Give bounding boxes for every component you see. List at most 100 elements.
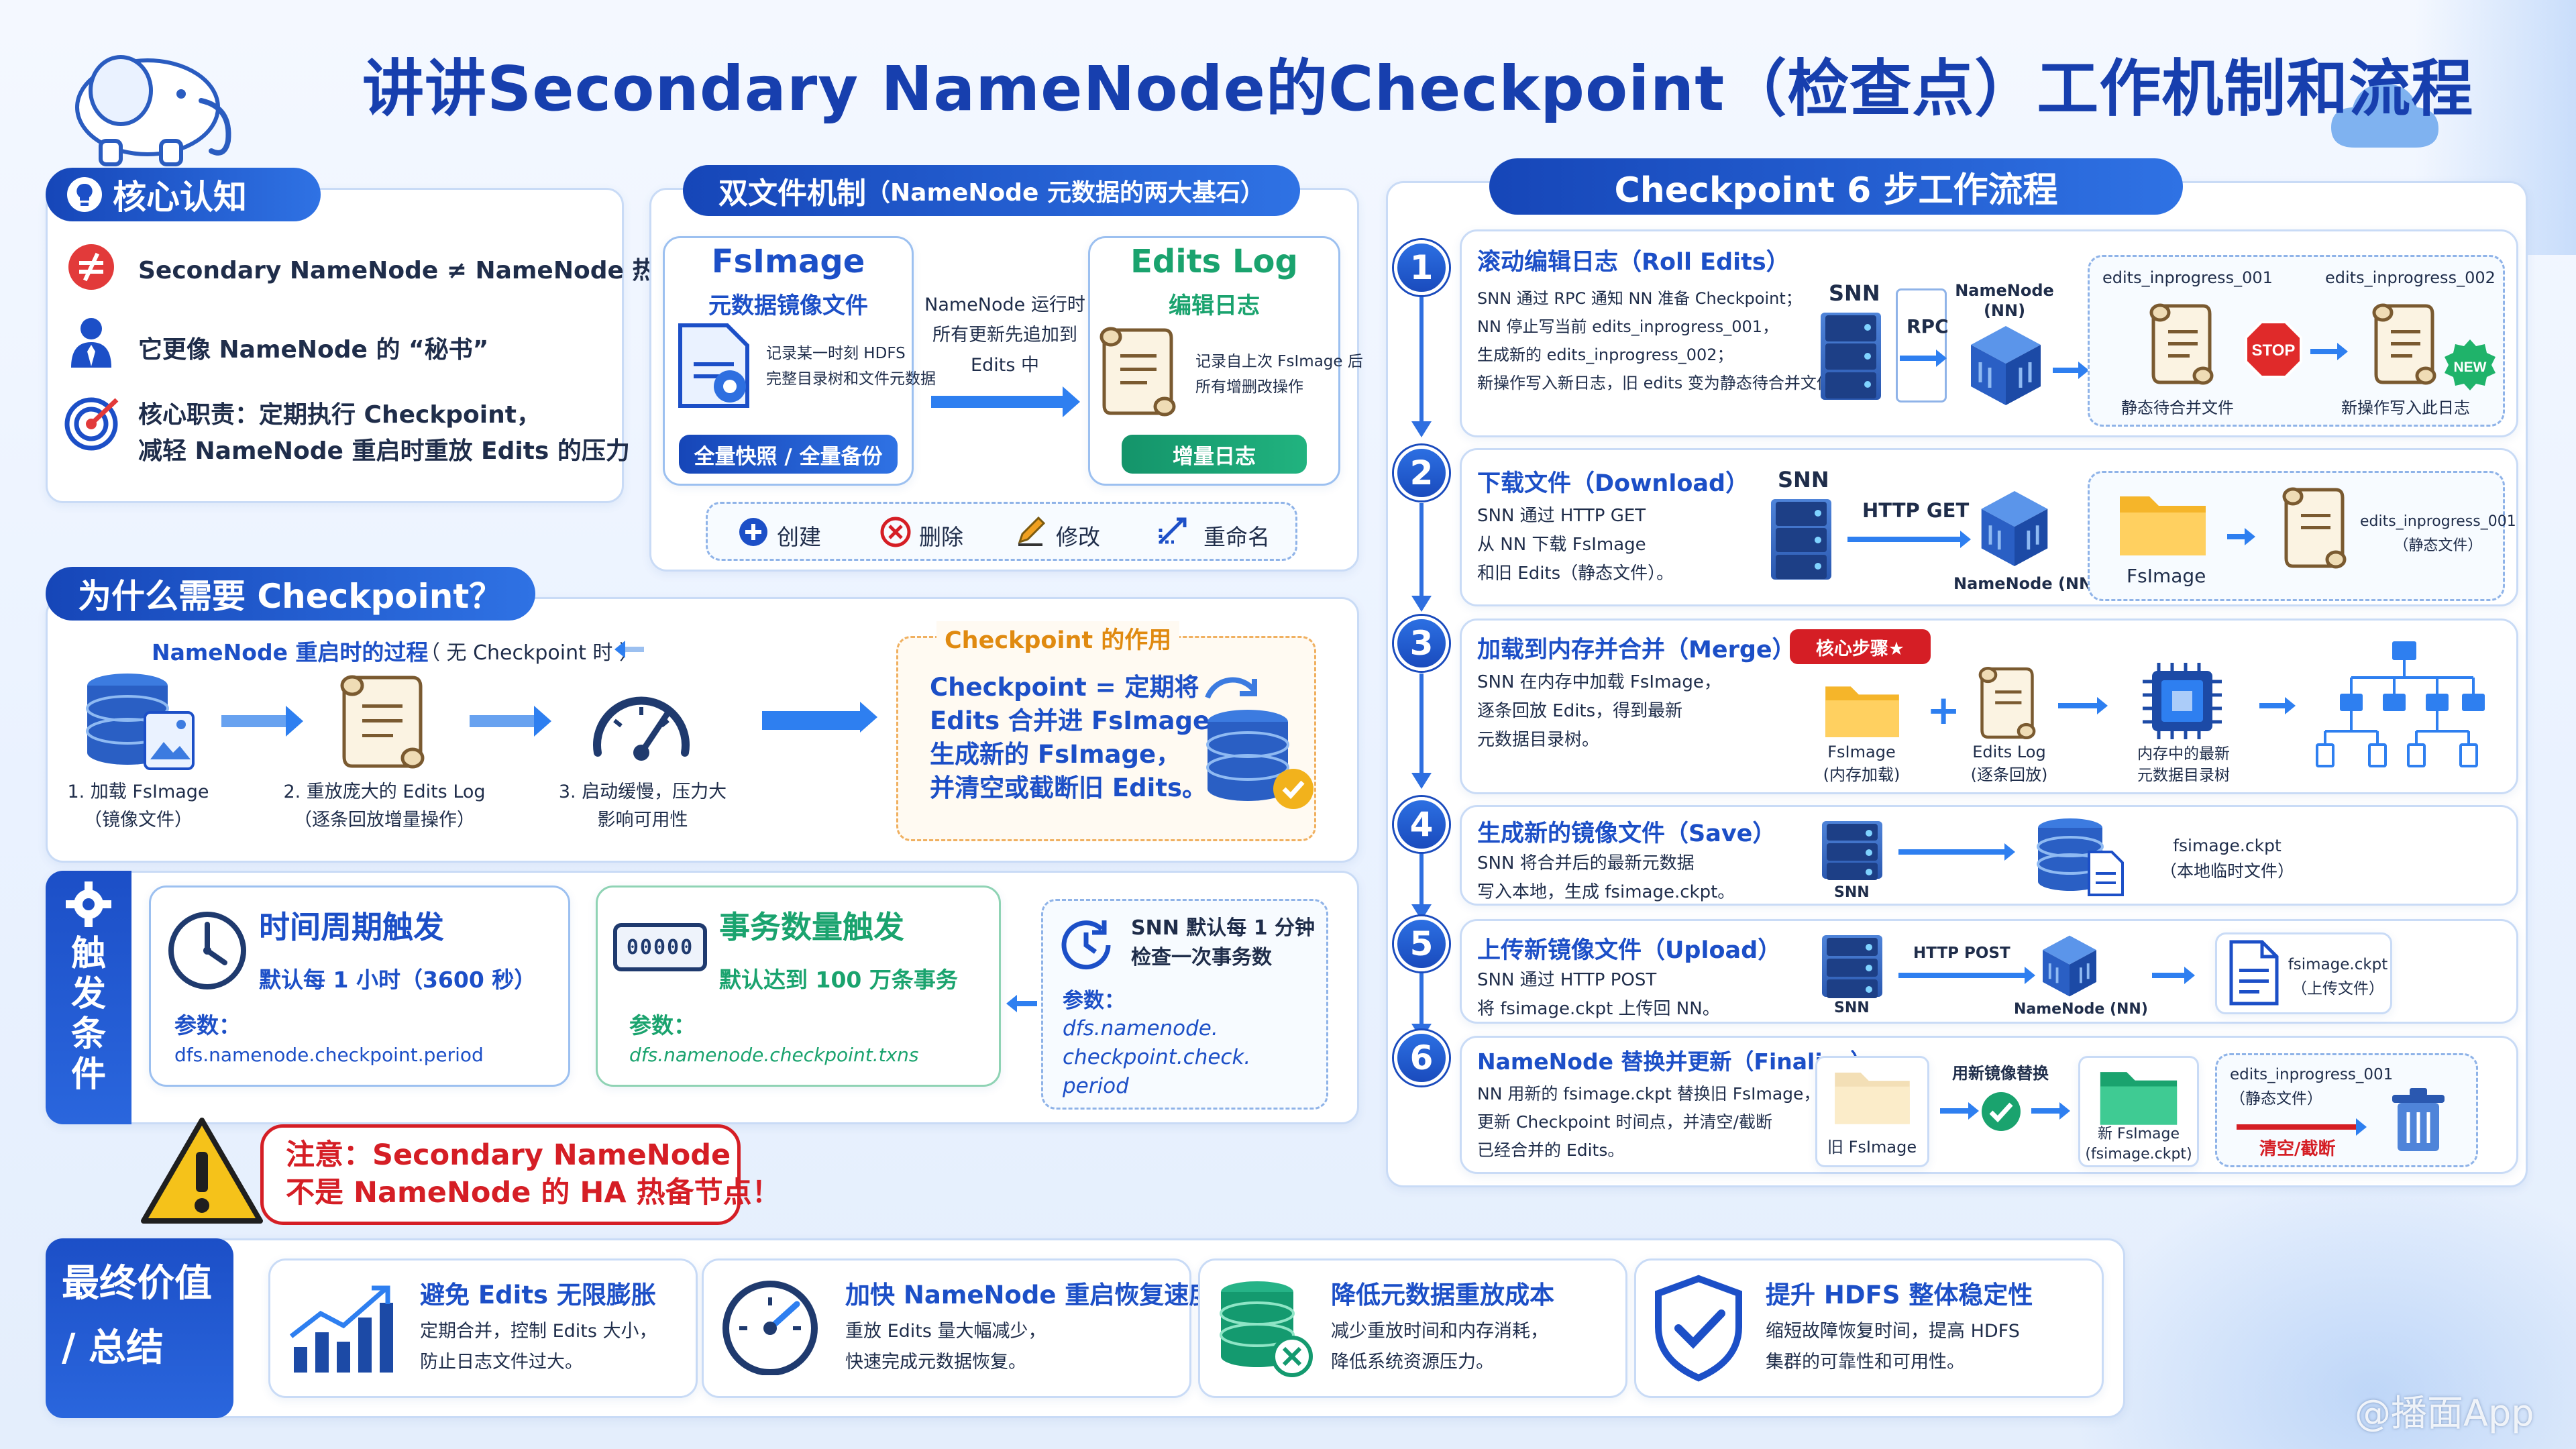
check-circle-icon — [1982, 1092, 2021, 1131]
fsimage-title: FsImage — [711, 243, 865, 280]
s1-caption-new: 新操作写入此日志 — [2341, 398, 2470, 417]
s3-memory-label: 内存中的最新 元数据目录树 — [2137, 745, 2230, 784]
gear-icon — [66, 881, 111, 927]
s1-rpc-label: RPC — [1907, 315, 1949, 337]
s6-new-folder-icon — [2100, 1072, 2178, 1125]
role-title: Checkpoint 的作用 — [936, 621, 1180, 655]
fsimage-subtitle: 元数据镜像文件 — [708, 292, 868, 319]
check-text: SNN 默认每 1 分钟 检查一次事务数 — [1131, 916, 1316, 969]
s6-old-label: 旧 FsImage — [1827, 1138, 1917, 1157]
core-item-2: 它更像 NameNode 的 “秘书” — [138, 336, 489, 364]
s1-snn-server-icon — [1821, 313, 1881, 400]
restart-step-2: 2. 重放庞大的 Edits Log （逐条回放增量操作） — [283, 782, 486, 830]
restart-title: NameNode 重启时的过程 — [152, 639, 429, 665]
why-main-arrow — [762, 702, 877, 733]
s1-snn-label: SNN — [1829, 280, 1880, 306]
dual-heading: 双文件机制 （NameNode 元数据的两大基石） — [683, 165, 1300, 216]
watermark: @播面App — [2355, 1392, 2534, 1434]
flow-step-5-desc: SNN 通过 HTTP POST 将 fsimage.ckpt 上传回 NN。 — [1477, 970, 1720, 1019]
txn-trigger-param-label: 参数： — [629, 1012, 696, 1038]
core-heading: 核心认知 — [46, 168, 321, 221]
restart-arrow-2 — [470, 706, 551, 737]
s6-new-label: 新 FsImage (fsimage.ckpt) — [2085, 1126, 2192, 1163]
core-heading-label: 核心认知 — [113, 178, 247, 217]
flow-step-5-title: 上传新镜像文件（Upload） — [1477, 937, 1782, 964]
s2-snn-server-icon — [1771, 499, 1831, 580]
op-rename: 重命名 — [1203, 524, 1270, 550]
background-city-decoration — [2066, 1167, 2576, 1449]
gauge-icon — [593, 696, 690, 761]
core-item-3: 核心职责：定期执行 Checkpoint， 减轻 NameNode 重启时重放 … — [138, 401, 630, 465]
s1-arrow-to-files — [2053, 362, 2089, 379]
s1-file2-name: edits_inprogress_002 — [2325, 268, 2496, 287]
database-refresh-icon — [1205, 677, 1313, 809]
trash-icon — [2392, 1088, 2445, 1151]
s2-snn-label: SNN — [1778, 467, 1829, 492]
fsimage-badge: 全量快照 / 全量备份 — [679, 435, 898, 474]
cloud-icon — [2331, 84, 2438, 148]
s3-folder-icon — [1825, 686, 1899, 737]
summary-item-1-desc: 定期合并，控制 Edits 大小， 防止日志文件过大。 — [420, 1321, 657, 1373]
core-card — [46, 188, 624, 503]
summary-item-4-title: 提升 HDFS 整体稳定性 — [1766, 1281, 2033, 1309]
s2-nn-cube-icon — [1981, 491, 2048, 566]
flow-step-3-desc: SNN 在内存中加载 FsImage， 逐条回放 Edits，得到最新 元数据目… — [1477, 672, 1721, 750]
s6-arrow-left — [1940, 1102, 1979, 1120]
s5-snn-label: SNN — [1834, 1000, 1870, 1016]
s6-clear-label: 清空/截断 — [2259, 1139, 2336, 1159]
s2-edits-label: edits_inprogress_001 （静态文件） — [2360, 513, 2516, 554]
editlog-desc: 记录自上次 FsImage 后 所有增删改操作 — [1195, 353, 1363, 396]
lightbulb-icon — [67, 177, 102, 212]
flow-step-4-desc: SNN 将合并后的最新元数据 写入本地，生成 fsimage.ckpt。 — [1477, 853, 1735, 902]
time-trigger-param: dfs.namenode.checkpoint.period — [174, 1044, 484, 1066]
time-trigger-param-label: 参数： — [174, 1012, 241, 1038]
check-param: dfs.namenode. checkpoint.check. period — [1063, 1016, 1251, 1098]
shield-check-icon — [1655, 1275, 1742, 1382]
txn-trigger-title: 事务数量触发 — [719, 909, 904, 945]
s1-rpc-arrow — [1900, 350, 1947, 367]
s2-arrow-files — [2227, 528, 2255, 545]
warning-text: 注意：Secondary NameNode 不是 NameNode 的 HA 热… — [286, 1138, 781, 1210]
trigger-side-label: 触发条件 — [70, 934, 106, 1095]
clock-icon — [168, 912, 246, 989]
s6-edits-label: edits_inprogress_001 （静态文件） — [2230, 1066, 2394, 1108]
warning-box — [260, 1124, 741, 1225]
flow-step-6-num: 6 — [1394, 1030, 1449, 1085]
s1-nn-label: NameNode (NN) — [1955, 281, 2054, 320]
txn-trigger-box — [596, 885, 1001, 1087]
flow-step-5-num: 5 — [1394, 916, 1449, 971]
editlog-subtitle: 编辑日志 — [1169, 292, 1260, 319]
flow-step-2-num: 2 — [1394, 445, 1449, 500]
dual-heading-label: 双文件机制 — [718, 176, 867, 211]
new-badge-label: NEW — [2454, 360, 2487, 375]
s6-old-folder-icon — [1835, 1072, 1910, 1124]
s4-snn-label: SNN — [1834, 884, 1870, 901]
s5-nn-cube-icon — [2043, 935, 2096, 997]
txn-trigger-param: dfs.namenode.checkpoint.txns — [629, 1044, 919, 1066]
s5-proto-label: HTTP POST — [1913, 945, 2010, 962]
speed-gauge-icon — [722, 1281, 818, 1375]
op-modify: 修改 — [1056, 524, 1100, 550]
summary-item-3-desc: 减少重放时间和内存消耗， 降低系统资源压力。 — [1331, 1321, 1548, 1373]
s6-clear-arrow — [2237, 1118, 2367, 1136]
dual-middle-text: NameNode 运行时 所有更新先追加到 Edits 中 — [924, 294, 1085, 376]
growth-chart-icon — [289, 1285, 393, 1373]
stop-sign-label: STOP — [2252, 341, 2296, 360]
why-heading: 为什么需要 Checkpoint？ — [46, 567, 535, 621]
restart-step-3: 3. 启动缓慢，压力大 影响可用性 — [558, 782, 727, 830]
restart-note-arrow — [624, 647, 644, 652]
warning-icon — [141, 1118, 263, 1224]
new-badge-icon: NEW — [2445, 339, 2496, 390]
editlog-title: Edits Log — [1130, 243, 1298, 280]
s4-db-file-icon — [2037, 818, 2124, 896]
editlog-badge: 增量日志 — [1122, 435, 1307, 474]
s5-doc-icon — [2229, 940, 2279, 1006]
s6-arrow-right — [2031, 1102, 2070, 1120]
s4-snn-server-icon — [1822, 821, 1882, 881]
flow-step-2-title: 下载文件（Download） — [1477, 470, 1750, 497]
s1-caption-old: 静态待合并文件 — [2121, 398, 2234, 417]
s3-arrow-1 — [2058, 697, 2108, 714]
not-equal-icon — [68, 244, 114, 290]
s3-edits-label: Edits Log (逐条回放) — [1970, 743, 2048, 784]
counter-icon: 00000 — [613, 923, 707, 971]
